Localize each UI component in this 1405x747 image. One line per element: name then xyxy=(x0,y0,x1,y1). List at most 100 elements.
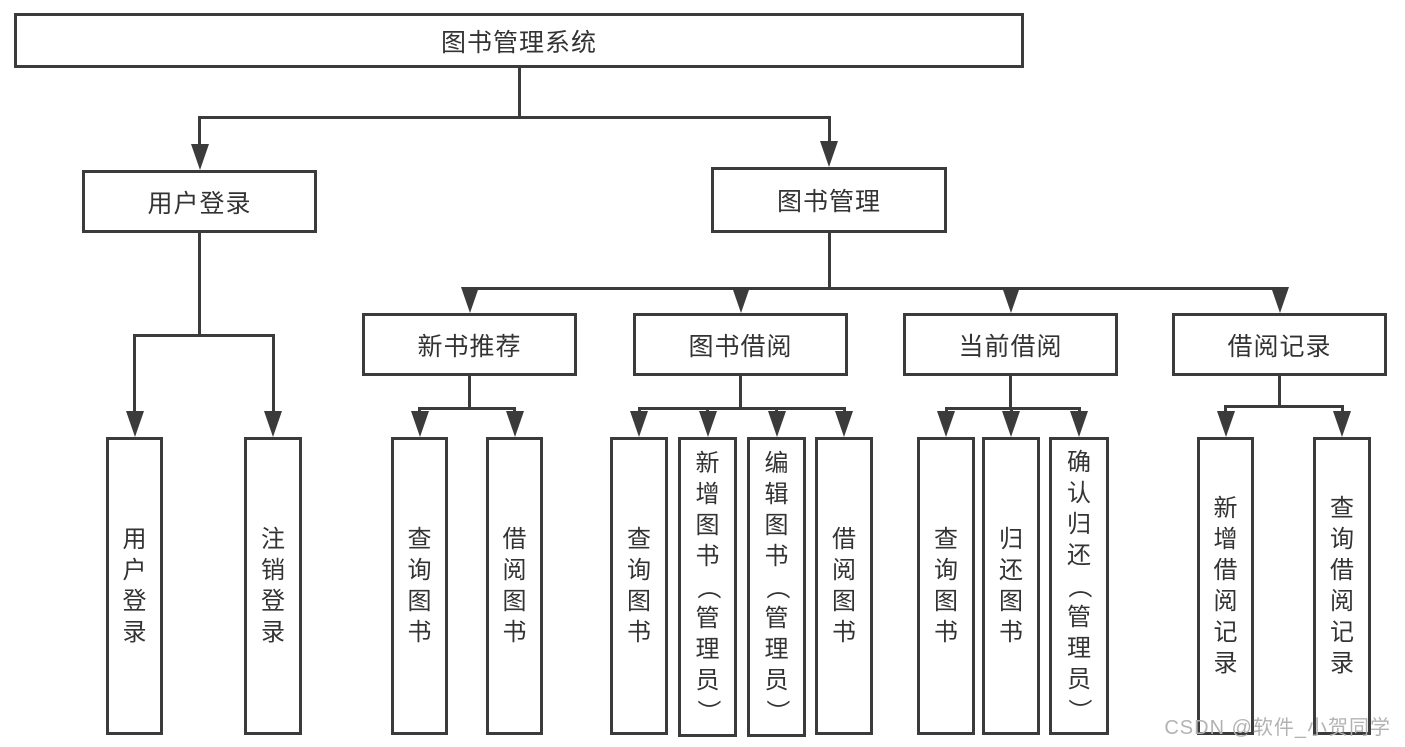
node-label-char: 理 xyxy=(695,635,720,663)
connector-line xyxy=(133,335,136,415)
node-leaf-borrow-book-1: 借阅图书 xyxy=(486,437,543,735)
connector-line xyxy=(1224,404,1344,408)
node-leaf-query-book-1: 查询图书 xyxy=(391,437,448,735)
node-label-char: 新 xyxy=(695,449,720,477)
arrowhead-icon xyxy=(1333,411,1351,437)
node-current-borrow: 当前借阅 xyxy=(903,313,1118,376)
node-label-char: 图 xyxy=(934,588,958,615)
node-label-char: 员 xyxy=(1067,665,1091,693)
node-root: 图书管理系统 xyxy=(14,13,1024,68)
node-label-char: 还 xyxy=(1067,541,1091,569)
arrowhead-icon xyxy=(630,411,648,437)
arrowhead-icon xyxy=(190,144,209,170)
node-label-char: 图 xyxy=(999,588,1023,615)
node-label-char: 查 xyxy=(407,526,432,553)
node-label-char: 借 xyxy=(832,526,856,553)
node-label-char: 管 xyxy=(764,604,789,632)
arrowhead-icon xyxy=(1001,287,1020,313)
node-label-char: 图 xyxy=(832,588,856,615)
node-label-char: 用 xyxy=(122,526,147,553)
node-label-char: 管 xyxy=(695,604,720,632)
node-label-char: 查 xyxy=(1330,495,1354,522)
connector-line xyxy=(1224,406,1227,415)
node-leaf-user-login: 用户登录 xyxy=(106,437,163,735)
node-label-char: 员 xyxy=(764,666,789,694)
node-label-char: 增 xyxy=(695,480,720,508)
node-label-char: 询 xyxy=(1330,526,1354,553)
node-label-char: 确 xyxy=(1067,448,1091,476)
arrowhead-icon xyxy=(125,411,144,437)
node-label-char: 登 xyxy=(122,588,147,615)
node-label-char: 录 xyxy=(1213,650,1238,677)
connector-line xyxy=(468,286,1281,290)
arrowhead-icon xyxy=(1070,411,1088,437)
node-label-char: 询 xyxy=(407,557,432,584)
node-label-char: 录 xyxy=(122,619,147,646)
arrowhead-icon xyxy=(505,411,524,437)
connector-line xyxy=(517,66,521,119)
node-leaf-confirm-return: 确认归还（管理员） xyxy=(1049,437,1109,735)
node-label-char: 图 xyxy=(695,511,720,539)
node-label-char: 员 xyxy=(695,666,720,694)
node-label-char: 借 xyxy=(502,526,527,553)
node-leaf-query-book-3: 查询图书 xyxy=(917,437,975,735)
connector-line xyxy=(271,335,275,415)
arrowhead-icon xyxy=(767,411,786,437)
node-label-char: 图 xyxy=(502,588,527,615)
node-label-char: 增 xyxy=(1213,526,1238,553)
arrowhead-icon xyxy=(835,411,853,437)
arrowhead-icon xyxy=(698,411,717,437)
node-label-char: 阅 xyxy=(502,557,527,584)
connector-line xyxy=(418,406,516,410)
arrowhead-icon xyxy=(410,411,429,437)
arrowhead-icon xyxy=(937,411,955,437)
connector-line xyxy=(1009,374,1012,410)
node-label-char: 管 xyxy=(1067,603,1091,631)
node-leaf-logout: 注销登录 xyxy=(244,437,302,735)
node-label-char: 户 xyxy=(122,557,147,584)
node-label-char: 书 xyxy=(999,619,1023,646)
connector-line xyxy=(198,117,201,148)
node-label-char: 书 xyxy=(627,619,651,646)
node-label-char: 归 xyxy=(1067,510,1091,538)
node-new-book-rec: 新书推荐 xyxy=(362,313,577,376)
node-book-borrow: 图书借阅 xyxy=(633,313,848,376)
connector-line xyxy=(133,333,275,337)
node-label-char: 书 xyxy=(832,619,856,646)
node-label-char: 图 xyxy=(407,588,432,615)
connector-line xyxy=(1340,406,1344,415)
node-label-char: 登 xyxy=(261,588,285,615)
node-label-char: ） xyxy=(694,699,721,723)
node-leaf-query-book-2: 查询图书 xyxy=(610,437,668,735)
node-label-char: 询 xyxy=(934,557,958,584)
connector-line xyxy=(637,406,846,410)
arrowhead-icon xyxy=(1216,411,1235,437)
node-label-char: 还 xyxy=(999,557,1023,584)
node-label-char: 记 xyxy=(1213,619,1238,646)
node-label-char: 阅 xyxy=(1330,588,1354,615)
node-label-char: 认 xyxy=(1067,479,1091,507)
watermark: CSDN @软件_小贺同学 xyxy=(1164,717,1391,739)
node-label-char: 注 xyxy=(261,526,285,553)
node-label-char: 新 xyxy=(1213,495,1238,522)
node-label-char: 理 xyxy=(1067,634,1091,662)
node-label-char: 录 xyxy=(261,619,285,646)
node-label-char: 书 xyxy=(407,619,432,646)
node-label-char: 阅 xyxy=(832,557,856,584)
node-leaf-add-record: 新增借阅记录 xyxy=(1197,437,1254,735)
arrowhead-icon xyxy=(1270,287,1289,313)
node-label-char: 借 xyxy=(1213,557,1238,584)
connector-line xyxy=(1278,374,1281,408)
node-leaf-edit-book: 编辑图书（管理员） xyxy=(747,437,806,737)
node-label-char: 销 xyxy=(261,557,285,584)
node-leaf-add-book: 新增图书（管理员） xyxy=(678,437,737,737)
connector-line xyxy=(827,231,831,290)
connector-line xyxy=(198,115,831,119)
node-label-char: 书 xyxy=(502,619,527,646)
node-label-char: 书 xyxy=(934,619,958,646)
node-leaf-return-book: 归还图书 xyxy=(982,437,1040,735)
connector-line xyxy=(739,374,742,410)
node-label-char: 图 xyxy=(764,511,789,539)
node-label-char: 查 xyxy=(627,526,651,553)
node-label-char: 辑 xyxy=(764,480,789,508)
